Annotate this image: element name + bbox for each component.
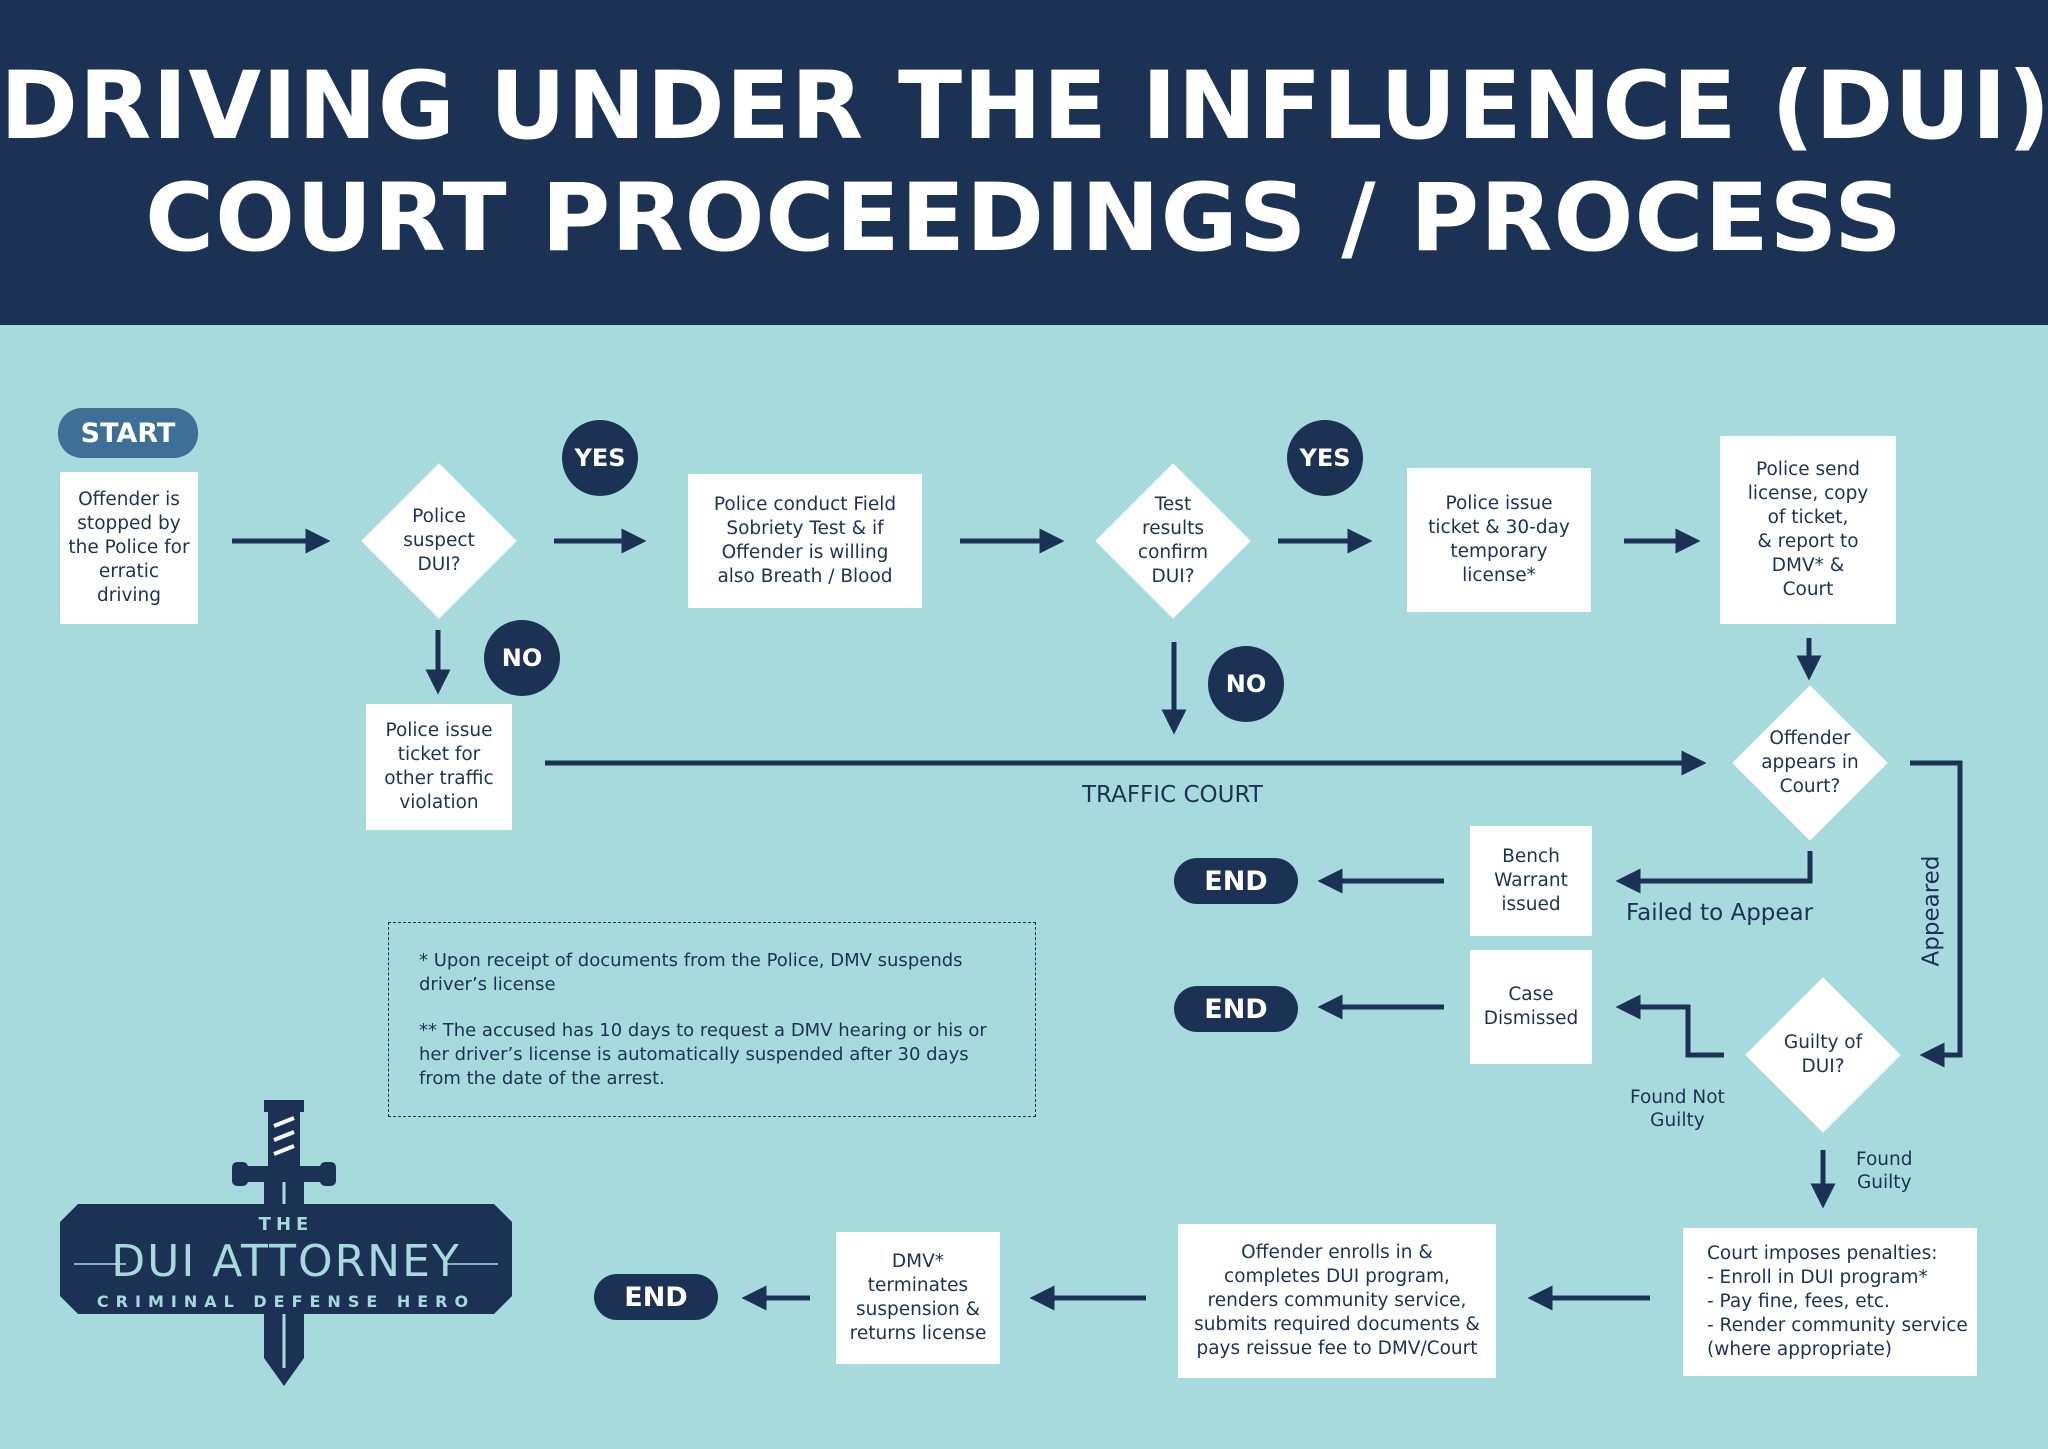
start-pill: START — [58, 408, 198, 458]
dui-attorney-logo — [60, 1100, 512, 1386]
title-line-2: COURT PROCEEDINGS / PROCESS — [145, 164, 1903, 273]
other-violation-box: Police issue ticket for other traffic vi… — [366, 704, 512, 830]
yes-badge-1: YES — [562, 420, 638, 496]
failed-to-appear-label: Failed to Appear — [1626, 900, 1814, 926]
case-dismissed-box: Case Dismissed — [1470, 950, 1592, 1064]
penalties-box: Court imposes penalties: - Enroll in DUI… — [1683, 1228, 1977, 1376]
offender-stopped-box: Offender is stopped by the Police for er… — [60, 472, 198, 624]
logo-tagline: CRIMINAL DEFENSE HERO — [96, 1292, 476, 1311]
dmv-terminates-box: DMV* terminates suspension & returns lic… — [836, 1232, 1000, 1364]
bench-warrant-box: Bench Warrant issued — [1470, 826, 1592, 936]
end-pill-3: END — [594, 1274, 718, 1320]
appeared-label: Appeared — [1918, 855, 1945, 967]
test-confirm-text: Test results confirm DUI? — [1137, 494, 1209, 587]
arrow-failed-to-appear — [1615, 851, 1813, 894]
footnote-2: ** The accused has 10 days to request a … — [419, 1020, 987, 1089]
police-suspect-text: Police suspect DUI? — [403, 506, 475, 575]
yes-badge-2: YES — [1287, 420, 1363, 496]
guilty-diamond: Guilty of DUI? — [1745, 977, 1901, 1133]
logo-name: DUI ATTORNEY — [111, 1236, 461, 1287]
police-suspect-diamond: Police suspect DUI? — [361, 463, 517, 619]
no-badge-1: NO — [484, 620, 560, 696]
footnote-1: * Upon receipt of documents from the Pol… — [419, 950, 963, 995]
end-pill-1: END — [1174, 858, 1298, 904]
appears-court-diamond: Offender appears in Court? — [1732, 685, 1888, 841]
logo-the: THE — [258, 1214, 314, 1235]
footnotes-box: * Upon receipt of documents from the Pol… — [388, 922, 1036, 1117]
traffic-court-label: TRAFFIC COURT — [1082, 782, 1263, 808]
ticket-temp-license-box: Police issue ticket & 30-day temporary l… — [1407, 468, 1591, 612]
field-test-box: Police conduct Field Sobriety Test & if … — [688, 474, 922, 608]
test-confirm-diamond: Test results confirm DUI? — [1095, 463, 1251, 619]
enrolls-box: Offender enrolls in & completes DUI prog… — [1178, 1224, 1496, 1378]
guilty-text: Guilty of DUI? — [1783, 1032, 1863, 1077]
found-not-guilty-label: Found Not Guilty — [1630, 1087, 1725, 1131]
arrow-appeared — [1910, 760, 1963, 1068]
end-pill-2: END — [1174, 986, 1298, 1032]
title-banner: DRIVING UNDER THE INFLUENCE (DUI) COURT … — [0, 0, 2048, 325]
found-guilty-label: Found Guilty — [1856, 1149, 1913, 1193]
title-line-1: DRIVING UNDER THE INFLUENCE (DUI) — [0, 52, 2048, 161]
no-badge-2: NO — [1208, 646, 1284, 722]
appears-court-text: Offender appears in Court? — [1761, 728, 1859, 797]
police-send-box: Police send license, copy of ticket, & r… — [1720, 436, 1896, 624]
arrow-not-guilty — [1615, 994, 1724, 1058]
